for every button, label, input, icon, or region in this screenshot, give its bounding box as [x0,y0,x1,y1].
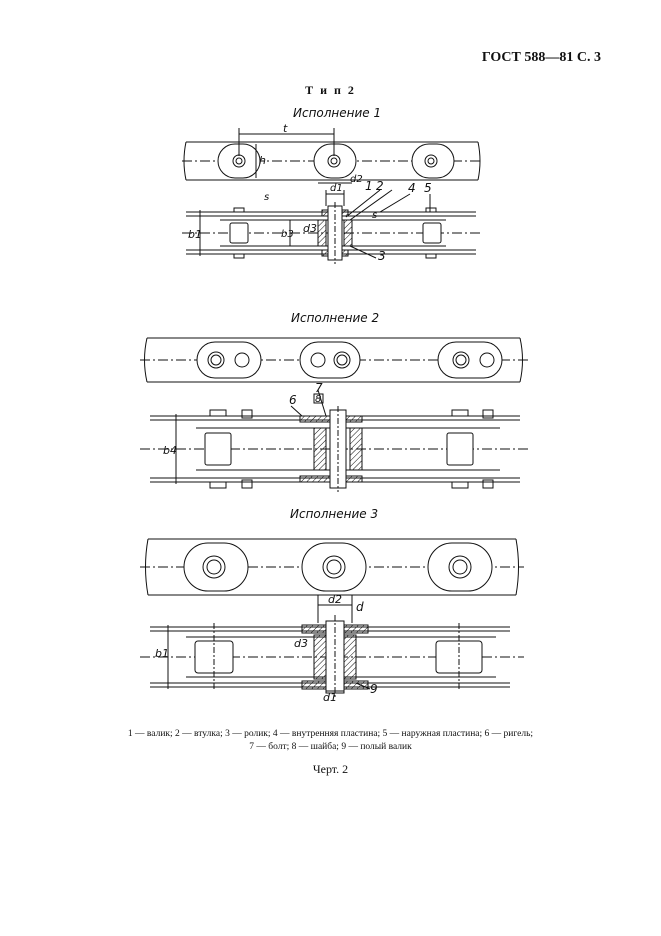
v3-label-b1: b1 [155,647,169,660]
v2-hole-mid-2-inner [336,354,348,366]
v1-roller-left [229,222,249,244]
v2-roller-left [204,432,232,466]
v3-label-d1: d1 [323,691,337,704]
v3-plate-left [183,542,249,592]
v3-label-d3: d3 [294,637,308,650]
v1-label-d2: d2 [350,174,363,185]
variant-3-title: Исполнение 3 [290,507,379,521]
v1-pin-head-l-top [233,207,245,213]
v2-bolt-r-top [482,409,494,419]
v2-label-6: 6 [289,393,297,407]
v1-label-2: 2 [376,179,384,193]
v2-label-7: 7 [315,381,323,395]
v3-hole-mid [322,555,346,579]
v2-leader-7 [317,389,327,417]
v2-pin-head-l-bot [209,481,227,489]
v1-label-s-right: s [372,210,377,221]
v2-hole-mid-1 [310,352,326,368]
variant-1-drawing: t h d2 d1 1 2 4 5 s s b1 b3 d3 3 [182,122,482,264]
v2-hole-left-inner [210,354,222,366]
variant-2-title: Исполнение 2 [291,311,380,325]
variant-3-drawing: d2 d d3 b1 d1 9 [140,538,524,704]
v2-label-b4: b4 [163,444,177,457]
v3-bush-right [343,634,357,680]
v3-break-left [145,538,149,596]
v2-plate-left [196,341,262,379]
v2-hole-left [207,351,225,369]
v3-label-d: d [356,600,364,614]
v1-leader-4 [379,193,411,213]
v2-leader-6 [290,405,303,417]
v1-hole-mid-inner [330,157,338,165]
v2-hole-right [452,351,470,369]
v2-pin-head-l-top [209,409,227,417]
v1-leader-3 [349,245,377,259]
v3-plate-mid [301,542,367,592]
legend-line-1: 1 — валик; 2 — втулка; 3 — ролик; 4 — вн… [127,729,534,739]
v3-hole-right-inner [452,559,468,575]
v2-roller-right [446,432,474,466]
v1-label-d1: d1 [330,183,343,194]
v1-label-b3: b3 [281,229,294,240]
figure-caption: Черт. 2 [312,762,349,776]
v1-label-b1: b1 [188,228,202,241]
v2-bolt-l-bot [241,479,253,489]
v2-washer-box [313,393,324,404]
v1-label-t: t [283,122,288,135]
v2-hole-left-2 [234,352,250,368]
legend: 1 — валик; 2 — втулка; 3 — ролик; 4 — вн… [0,728,661,754]
v3-leader-9 [355,682,371,690]
v1-bush-left [317,219,327,247]
v1-pin-head-r-bot [425,253,437,259]
v3-label-9: 9 [370,682,378,696]
v2-bolt-r-bot [482,479,494,489]
v1-hole-left-inner [235,157,243,165]
v2-bush-left [313,427,327,471]
v1-leader-2 [349,189,393,221]
v3-hole-right [448,555,472,579]
v1-plate-right [411,143,455,179]
variant-1-title: Исполнение 1 [293,106,382,120]
v1-pin-head-l-bot [233,253,245,259]
v1-label-d3: d3 [303,222,317,235]
section-title: Т и п 2 [305,83,356,97]
v2-hole-right-inner [455,354,467,366]
v1-pin-head-r-top [425,207,437,213]
legend-line-2: 7 — болт; 8 — шайба; 9 — полый валик [249,742,412,752]
v3-hole-mid-inner [326,559,342,575]
v1-label-h: h [259,154,266,167]
v1-break-right [477,141,481,181]
v1-label-1: 1 [365,179,373,193]
v1-hole-right-inner [427,157,435,165]
v1-plate-mid [313,143,357,179]
v2-label-8: 8 [315,394,321,405]
v3-hole-left-inner [206,559,222,575]
v1-leader-1 [345,189,381,218]
v1-label-s-left: s [264,192,269,203]
v3-bush-left [313,634,327,680]
v3-label-d2: d2 [328,593,342,606]
page-header: ГОСТ 588—81 С. 3 [481,50,601,65]
v1-roller-right [422,222,442,244]
v2-break-left [144,337,148,383]
v1-label-3: 3 [378,249,386,263]
v2-pin-head-r-top [451,409,469,417]
v3-break-right [515,538,519,596]
variant-2-drawing: 6 7 8 b4 [140,337,528,492]
v2-bush-right [349,427,363,471]
v2-bolt-l-top [241,409,253,419]
v1-label-5: 5 [424,181,432,195]
v2-hole-right-2 [479,352,495,368]
v2-break-right [519,337,523,383]
v1-break-left [183,141,187,181]
v3-plate-right [427,542,493,592]
v1-hole-right [424,154,438,168]
v3-hole-left [202,555,226,579]
v1-label-4: 4 [408,181,416,195]
v1-bush-right [343,219,353,247]
v2-pin-head-r-bot [451,481,469,489]
v2-hole-mid-2 [333,351,351,369]
v2-plate-mid [299,341,361,379]
v2-plate-right [437,341,503,379]
